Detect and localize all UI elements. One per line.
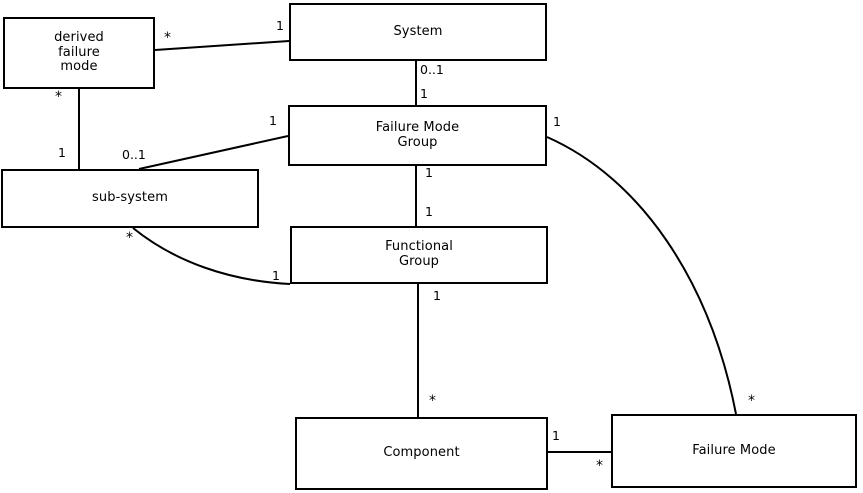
multiplicity-system-failure-mode-group: 0..1	[420, 62, 444, 77]
class-name-system: System	[393, 23, 443, 39]
multiplicity-functional-group-component: 1	[433, 288, 441, 303]
multiplicity-failure-mode-failure-mode-group: *	[748, 393, 755, 409]
class-box-sub-system[interactable]: sub-system	[1, 169, 259, 228]
multiplicity-sub-system-functional-group: *	[126, 230, 133, 246]
class-box-component[interactable]: Component	[295, 417, 548, 490]
multiplicity-failure-mode-group-sub-system: 1	[269, 113, 277, 128]
multiplicity-sub-system-derived-failure-mode: 1	[58, 145, 66, 160]
class-name-component: Component	[383, 445, 460, 461]
class-name-sub-system: sub-system	[92, 190, 168, 206]
class-box-failure-mode[interactable]: Failure Mode	[611, 414, 857, 488]
multiplicity-sub-system-failure-mode-group: 0..1	[122, 147, 146, 162]
multiplicity-failure-mode-component: *	[596, 458, 603, 474]
multiplicity-functional-group-sub-system: 1	[272, 268, 280, 283]
multiplicity-failure-mode-group-functional-group: 1	[425, 165, 433, 180]
multiplicity-failure-mode-group-system: 1	[420, 86, 428, 101]
connector-derived-failure-mode-system	[154, 40, 290, 51]
connector-sub-system-functional-group	[132, 227, 291, 285]
multiplicity-component-failure-mode: 1	[552, 428, 560, 443]
class-name-failure-mode-group: Failure Mode Group	[375, 119, 460, 150]
class-box-system[interactable]: System	[289, 3, 547, 61]
multiplicity-derived-failure-mode-sub-system: *	[55, 89, 62, 105]
multiplicity-functional-group-failure-mode-group: 1	[425, 204, 433, 219]
class-name-failure-mode: Failure Mode	[692, 442, 776, 458]
connector-sub-system-failure-mode-group	[138, 135, 289, 170]
class-box-failure-mode-group[interactable]: Failure Mode Group	[288, 105, 547, 166]
connector-failure-mode-group-failure-mode	[546, 136, 737, 415]
multiplicity-system-derived-failure-mode: 1	[276, 18, 284, 33]
class-box-derived-failure-mode[interactable]: derived failure mode	[3, 17, 155, 89]
class-name-functional-group: Functional Group	[385, 239, 453, 269]
multiplicity-component-functional-group: *	[429, 393, 436, 409]
class-box-functional-group[interactable]: Functional Group	[290, 226, 548, 284]
multiplicity-failure-mode-group-failure-mode: 1	[553, 114, 561, 129]
class-name-derived-failure-mode: derived failure mode	[54, 29, 104, 75]
multiplicity-derived-failure-mode-system: *	[164, 30, 171, 46]
